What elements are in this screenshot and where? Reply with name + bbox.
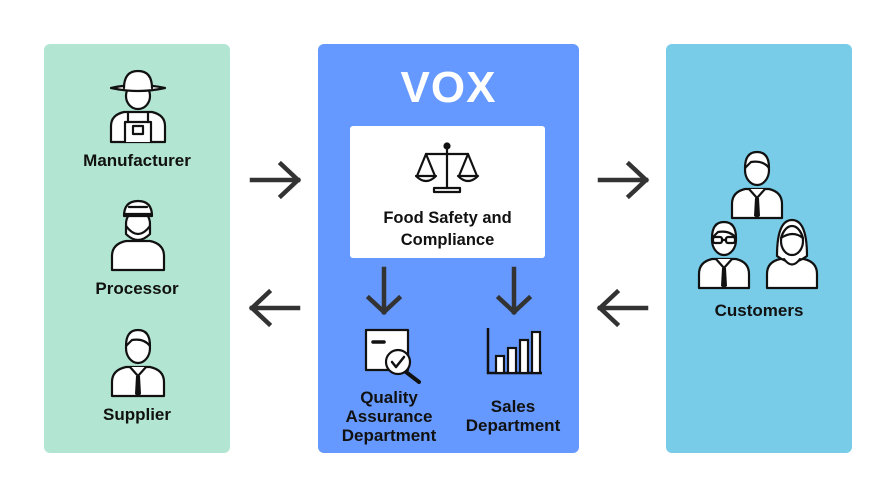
node-label-processor: Processor xyxy=(95,279,179,298)
arrow-left-to-vox xyxy=(596,288,649,328)
processor-worker-icon xyxy=(110,199,166,272)
arrow-down-to-sales xyxy=(495,266,533,316)
node-label-customers: Customers xyxy=(714,301,804,320)
food-safety-box: Food Safety and Compliance xyxy=(350,126,545,258)
arrow-right-to-customers xyxy=(597,160,650,200)
scales-icon xyxy=(414,142,480,194)
bar-chart-icon xyxy=(486,328,542,375)
customers-panel xyxy=(666,44,852,453)
arrow-down-to-qa xyxy=(365,266,403,316)
arrow-left-to-suppliers xyxy=(248,288,301,328)
node-label-supplier: Supplier xyxy=(102,405,171,424)
arrow-right-to-vox xyxy=(249,160,302,200)
node-label-manufacturer: Manufacturer xyxy=(83,151,191,170)
vox-title: VOX xyxy=(400,63,497,112)
customer-group-icon xyxy=(697,150,819,290)
food-safety-label: Food Safety and Compliance xyxy=(383,209,512,249)
dept-label-sales: Sales Department xyxy=(465,397,561,435)
farmer-icon xyxy=(109,69,167,144)
supplier-person-icon xyxy=(110,328,166,398)
dept-label-quality-assurance: Quality Assurance Department xyxy=(341,388,437,445)
document-magnifier-check-icon xyxy=(364,328,421,384)
